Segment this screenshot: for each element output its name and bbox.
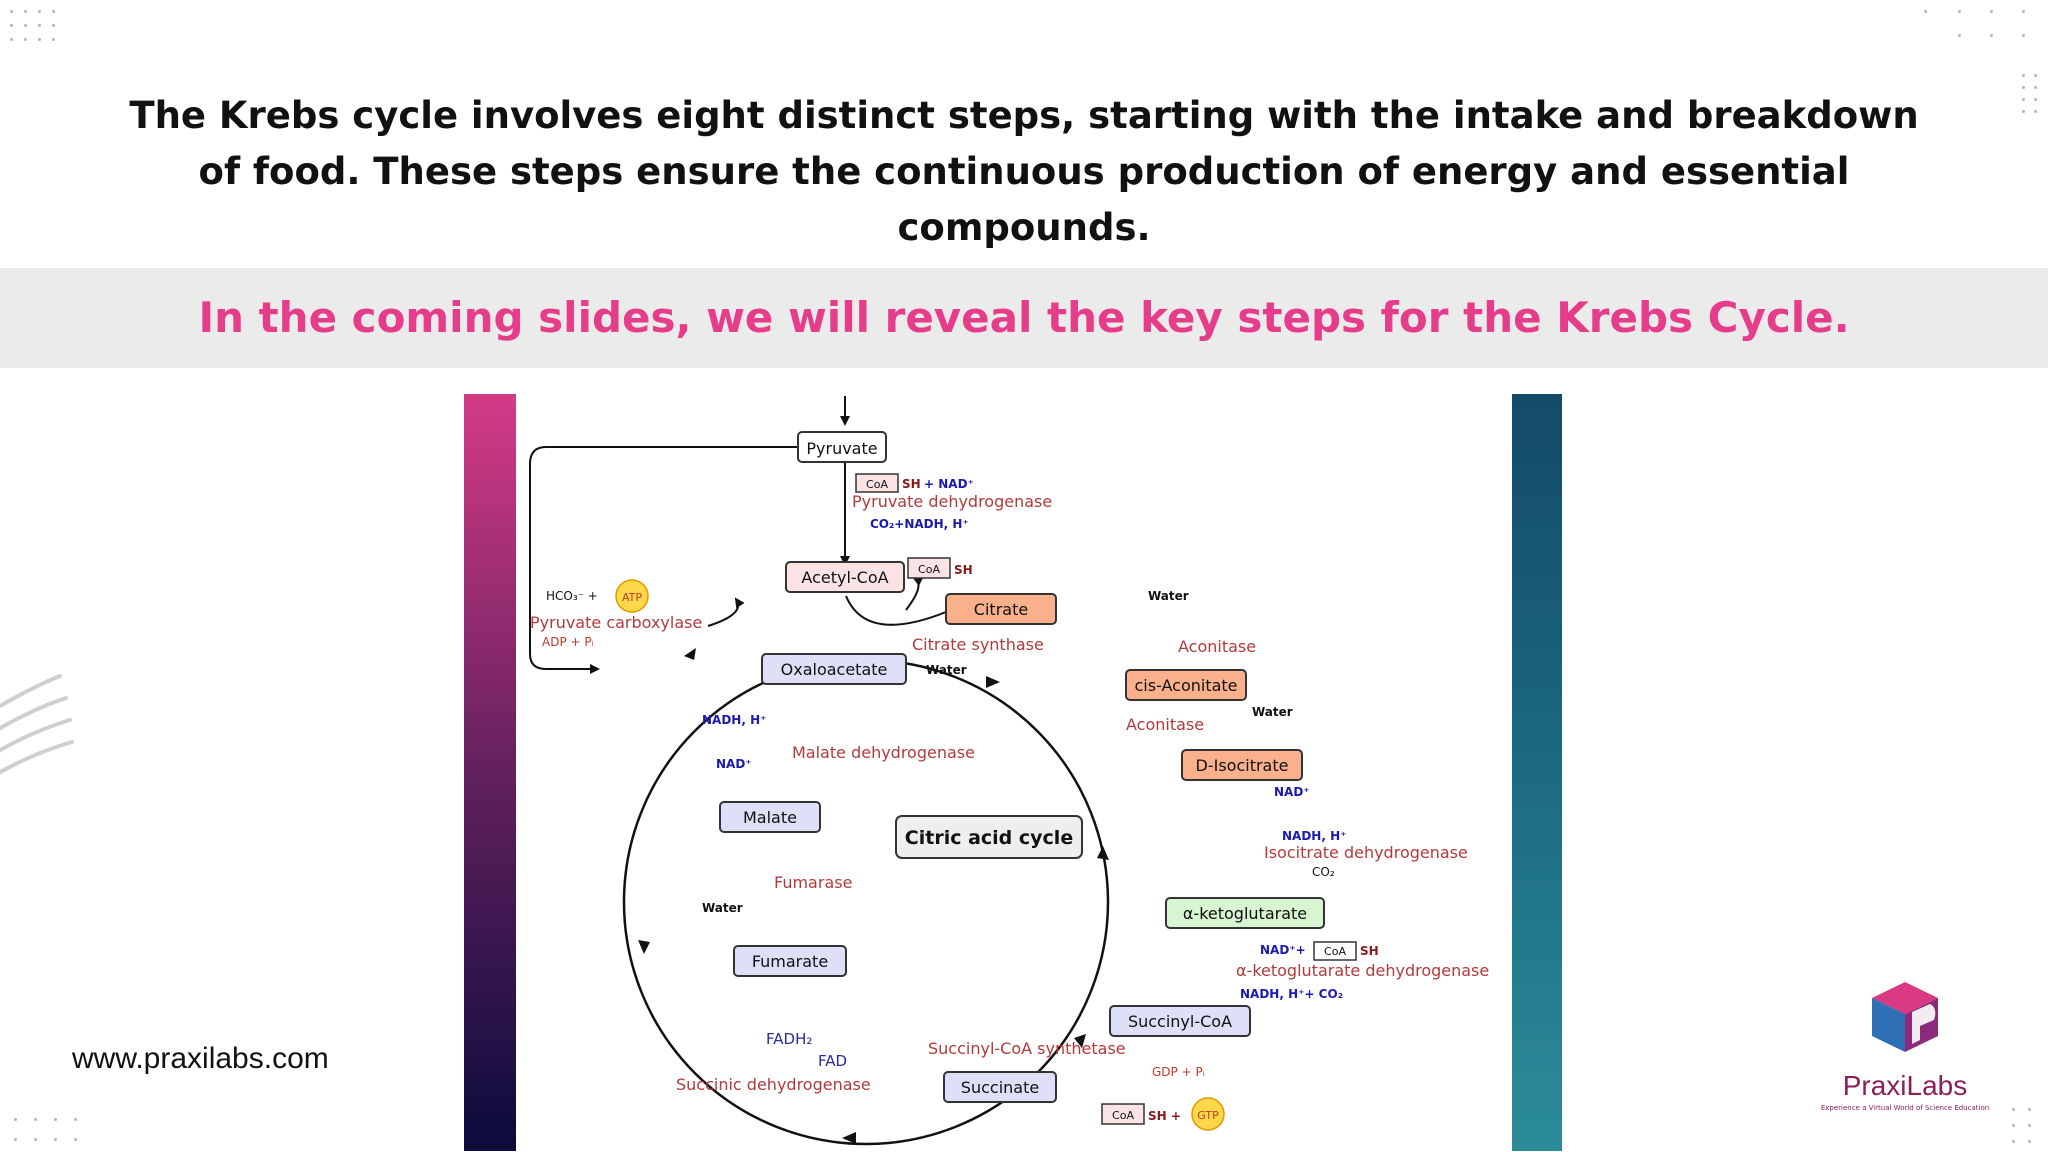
highlight-band: In the coming slides, we will reveal the… <box>0 268 2048 368</box>
cycle-arrowhead <box>842 1132 856 1144</box>
svg-text:Succinyl-CoA: Succinyl-CoA <box>1128 1012 1232 1031</box>
nad-label: NAD⁺ <box>1274 785 1310 799</box>
metabolite-d-isocitrate: D-Isocitrate <box>1181 749 1303 781</box>
sh-plus-label: SH + <box>1148 1109 1181 1123</box>
praxilabs-logo: PraxiLabs Experience a Virtual World of … <box>1820 978 1990 1112</box>
gradient-bar-right <box>1512 394 1562 1151</box>
cycle-arrowhead <box>638 940 650 954</box>
decor-dots-bottom-left <box>14 1118 84 1148</box>
logo-name: PraxiLabs <box>1842 1070 1968 1101</box>
gradient-bar-left <box>464 394 516 1151</box>
metabolite-a-ketoglutarate: α-ketoglutarate <box>1165 897 1325 929</box>
svg-text:α-ketoglutarate: α-ketoglutarate <box>1183 904 1307 923</box>
coa-box-succinyl: CoA <box>1101 1103 1145 1125</box>
svg-text:Citric acid cycle: Citric acid cycle <box>905 827 1073 849</box>
water-label: Water <box>1148 589 1189 603</box>
cycle-arrowhead <box>1097 846 1109 860</box>
enzyme-succinic-dehydrogenase: Succinic dehydrogenase <box>676 1075 871 1094</box>
co2-label: CO₂ <box>1312 865 1335 879</box>
nadh-h-label: NADH, H⁺ <box>702 713 766 727</box>
svg-text:CoA: CoA <box>918 563 940 576</box>
highlight-text: In the coming slides, we will reveal the… <box>198 293 1850 342</box>
gdp-pi-label: GDP + Pᵢ <box>1152 1065 1205 1079</box>
metabolite-fumarate: Fumarate <box>733 945 847 977</box>
co2-nadh-label: CO₂+NADH, H⁺ <box>870 517 969 531</box>
decor-dots-bottom-right <box>2012 1108 2046 1148</box>
svg-text:Pyruvate: Pyruvate <box>806 439 877 458</box>
svg-text:CoA: CoA <box>866 478 888 491</box>
metabolite-succinate: Succinate <box>943 1071 1057 1103</box>
enzyme-isocitrate-dehydrogenase: Isocitrate dehydrogenase <box>1264 843 1468 862</box>
coa-box-acetyl: CoA <box>907 557 951 579</box>
metabolite-citrate: Citrate <box>945 593 1057 625</box>
gtp-burst-icon: GTP <box>1191 1097 1225 1131</box>
svg-text:ATP: ATP <box>622 591 642 604</box>
water-label: Water <box>702 901 743 915</box>
enzyme-fumarase: Fumarase <box>774 873 852 892</box>
coa-box-top: CoA <box>855 473 899 493</box>
svg-text:Malate: Malate <box>743 808 797 827</box>
svg-text:CoA: CoA <box>1324 945 1346 958</box>
svg-text:Oxaloacetate: Oxaloacetate <box>781 660 888 679</box>
enzyme-malate-dehydrogenase: Malate dehydrogenase <box>792 743 975 762</box>
hco3-label: HCO₃⁻ + <box>546 589 598 603</box>
enzyme-pyruvate-carboxylase: Pyruvate carboxylase <box>530 613 702 632</box>
sh-label: SH <box>902 477 921 491</box>
nad-plus-label: + NAD⁺ <box>924 477 974 491</box>
sh-label: SH <box>954 563 973 577</box>
fadh2-label: FADH₂ <box>766 1030 812 1048</box>
svg-text:GTP: GTP <box>1197 1109 1219 1122</box>
svg-text:Fumarate: Fumarate <box>752 952 828 971</box>
decor-dots-right <box>2022 74 2046 114</box>
metabolite-succinyl-coa: Succinyl-CoA <box>1109 1005 1251 1037</box>
nad-plus-short-label: NAD⁺+ <box>1260 943 1306 957</box>
nadh-h-label: NADH, H⁺ <box>1282 829 1346 843</box>
enzyme-aconitase-2: Aconitase <box>1126 715 1204 734</box>
logo-tagline: Experience a Virtual World of Science Ed… <box>1820 1104 1990 1112</box>
coa-box-akg: CoA <box>1313 941 1357 961</box>
enzyme-aconitase-1: Aconitase <box>1178 637 1256 656</box>
decor-waves <box>0 674 74 775</box>
water-label: Water <box>926 663 967 677</box>
metabolite-cis-aconitate: cis-Aconitate <box>1125 669 1247 701</box>
enzyme-pyruvate-dehydrogenase: Pyruvate dehydrogenase <box>852 492 1052 511</box>
svg-text:cis-Aconitate: cis-Aconitate <box>1134 676 1237 695</box>
adp-pi-label: ADP + Pᵢ <box>542 635 594 649</box>
enzyme-citrate-synthase: Citrate synthase <box>912 635 1044 654</box>
cube-logo-icon <box>1872 982 1938 1052</box>
metabolite-malate: Malate <box>719 801 821 833</box>
atp-burst-icon: ATP <box>615 579 649 613</box>
metabolite-pyruvate: Pyruvate <box>797 431 887 463</box>
metabolite-acetyl-coa: Acetyl-CoA <box>785 561 905 593</box>
cycle-arrowhead <box>1074 1034 1086 1048</box>
svg-text:CoA: CoA <box>1112 1109 1134 1122</box>
svg-text:Acetyl-CoA: Acetyl-CoA <box>801 568 888 587</box>
svg-text:Citrate: Citrate <box>974 600 1028 619</box>
intro-paragraph: The Krebs cycle involves eight distinct … <box>129 94 1919 249</box>
metabolite-oxaloacetate: Oxaloacetate <box>761 653 907 685</box>
enzyme-succinyl-coa-synthetase: Succinyl-CoA synthetase <box>928 1039 1126 1058</box>
sh-label: SH <box>1360 944 1379 958</box>
diagram-title: Citric acid cycle <box>895 815 1083 859</box>
cycle-arrowhead <box>986 676 1000 688</box>
water-label: Water <box>1252 705 1293 719</box>
fad-label: FAD <box>818 1052 847 1070</box>
svg-text:D-Isocitrate: D-Isocitrate <box>1196 756 1289 775</box>
cycle-arrowhead <box>684 648 696 660</box>
nadh-co2-label: NADH, H⁺+ CO₂ <box>1240 987 1343 1001</box>
nad-label: NAD⁺ <box>716 757 752 771</box>
enzyme-akg-dehydrogenase: α-ketoglutarate dehydrogenase <box>1236 961 1489 980</box>
decor-dots-top-right <box>1920 8 2030 38</box>
svg-text:Succinate: Succinate <box>961 1078 1039 1097</box>
citric-acid-cycle-diagram: Pyruvate Acetyl-CoA Citrate cis-Aconitat… <box>529 396 1489 1146</box>
decor-dots-top-left <box>10 10 60 50</box>
website-link[interactable]: www.praxilabs.com <box>72 1042 329 1075</box>
